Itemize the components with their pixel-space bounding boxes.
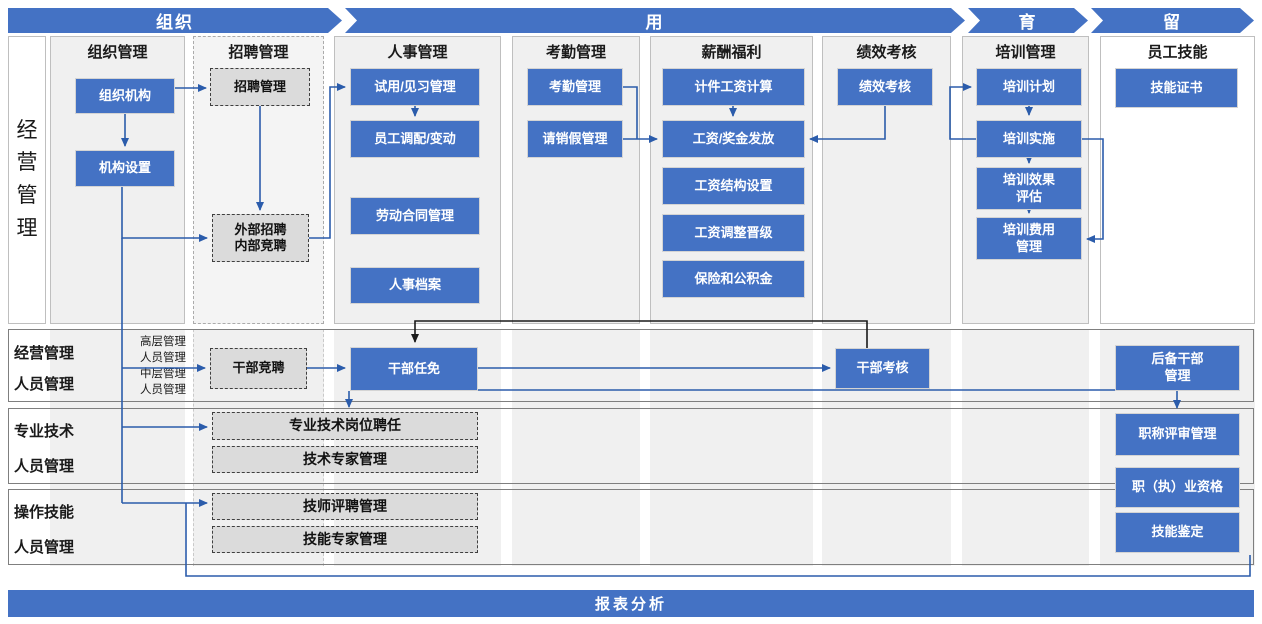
node-technician-appointment-mgmt: 技师评聘管理 bbox=[212, 493, 478, 520]
business-mgmt-vertical-label: 经 营 管 理 bbox=[8, 36, 46, 324]
node-org-structure: 组织机构 bbox=[75, 78, 175, 114]
node-performance-appraisal: 绩效考核 bbox=[837, 68, 933, 106]
node-skill-appraisal: 技能鉴定 bbox=[1115, 512, 1240, 553]
column-title: 考勤管理 bbox=[545, 44, 606, 61]
phase-label: 组织 bbox=[156, 13, 194, 32]
node-technical-expert-mgmt: 技术专家管理 bbox=[212, 446, 478, 473]
node-title-review-mgmt: 职称评审管理 bbox=[1115, 413, 1240, 456]
column-strip bbox=[962, 329, 1089, 566]
column-title: 员工技能 bbox=[1147, 44, 1208, 61]
node-ext-int-recruit: 外部招聘 内部竞聘 bbox=[212, 214, 309, 262]
row-operational-personnel bbox=[8, 489, 1254, 565]
node-cadre-appraisal: 干部考核 bbox=[835, 348, 930, 389]
column-title: 人事管理 bbox=[387, 44, 448, 61]
recruit-column-dashed-edge bbox=[193, 329, 194, 566]
node-insurance-fund: 保险和公积金 bbox=[662, 260, 805, 298]
node-training-implementation: 培训实施 bbox=[976, 120, 1082, 158]
node-skill-certificate: 技能证书 bbox=[1115, 68, 1238, 108]
phase-label: 用 bbox=[645, 13, 665, 32]
row-business-mgmt-personnel bbox=[8, 329, 1254, 402]
report-analysis-bar: 报表分析 bbox=[8, 590, 1254, 617]
row-professional-personnel bbox=[8, 408, 1254, 484]
node-training-cost-mgmt: 培训费用 管理 bbox=[976, 217, 1082, 260]
node-piecework-salary: 计件工资计算 bbox=[662, 68, 805, 106]
node-probation-mgmt: 试用/见习管理 bbox=[350, 68, 480, 106]
node-professional-post-hiring: 专业技术岗位聘任 bbox=[212, 412, 478, 440]
node-salary-payment: 工资/奖金发放 bbox=[662, 120, 805, 158]
row-label: 操作技能 人员管理 bbox=[14, 504, 75, 556]
phase-banner-organize: 组织 bbox=[8, 8, 342, 33]
row-label: 专业技术 人员管理 bbox=[14, 423, 75, 475]
column-title: 组织管理 bbox=[87, 44, 148, 61]
column-title: 绩效考核 bbox=[856, 44, 917, 61]
phase-banner-develop: 育 bbox=[968, 8, 1088, 33]
node-attendance-mgmt: 考勤管理 bbox=[527, 68, 623, 106]
column-title: 招聘管理 bbox=[228, 44, 289, 61]
phase-label: 留 bbox=[1163, 13, 1182, 32]
node-cadre-appointment: 干部任免 bbox=[350, 347, 478, 391]
phase-banner-use: 用 bbox=[345, 8, 965, 33]
node-skill-expert-mgmt: 技能专家管理 bbox=[212, 526, 478, 553]
node-personnel-files: 人事档案 bbox=[350, 267, 480, 304]
node-training-plan: 培训计划 bbox=[976, 68, 1082, 106]
phase-label: 育 bbox=[1018, 13, 1038, 32]
node-occupational-qualification: 职（执）业资格 bbox=[1115, 467, 1240, 508]
node-labor-contract: 劳动合同管理 bbox=[350, 197, 480, 235]
column-title: 薪酬福利 bbox=[701, 44, 762, 61]
node-leave-mgmt: 请销假管理 bbox=[527, 120, 623, 158]
row-label: 经营管理 人员管理 bbox=[14, 345, 75, 393]
node-recruit-mgmt: 招聘管理 bbox=[210, 68, 310, 106]
node-reserve-cadre-mgmt: 后备干部 管理 bbox=[1115, 345, 1240, 391]
node-training-effect-evaluation: 培训效果 评估 bbox=[976, 167, 1082, 210]
phase-banner-retain: 留 bbox=[1091, 8, 1254, 33]
node-staff-transfer: 员工调配/变动 bbox=[350, 120, 480, 158]
node-salary-structure: 工资结构设置 bbox=[662, 167, 805, 205]
node-org-setup: 机构设置 bbox=[75, 150, 175, 187]
node-salary-adjustment: 工资调整晋级 bbox=[662, 214, 805, 252]
column-title: 培训管理 bbox=[995, 44, 1056, 61]
row-note-management-levels: 高层管理 人员管理 中层管理 人员管理 bbox=[140, 336, 186, 396]
node-cadre-competition: 干部竞聘 bbox=[210, 348, 307, 389]
